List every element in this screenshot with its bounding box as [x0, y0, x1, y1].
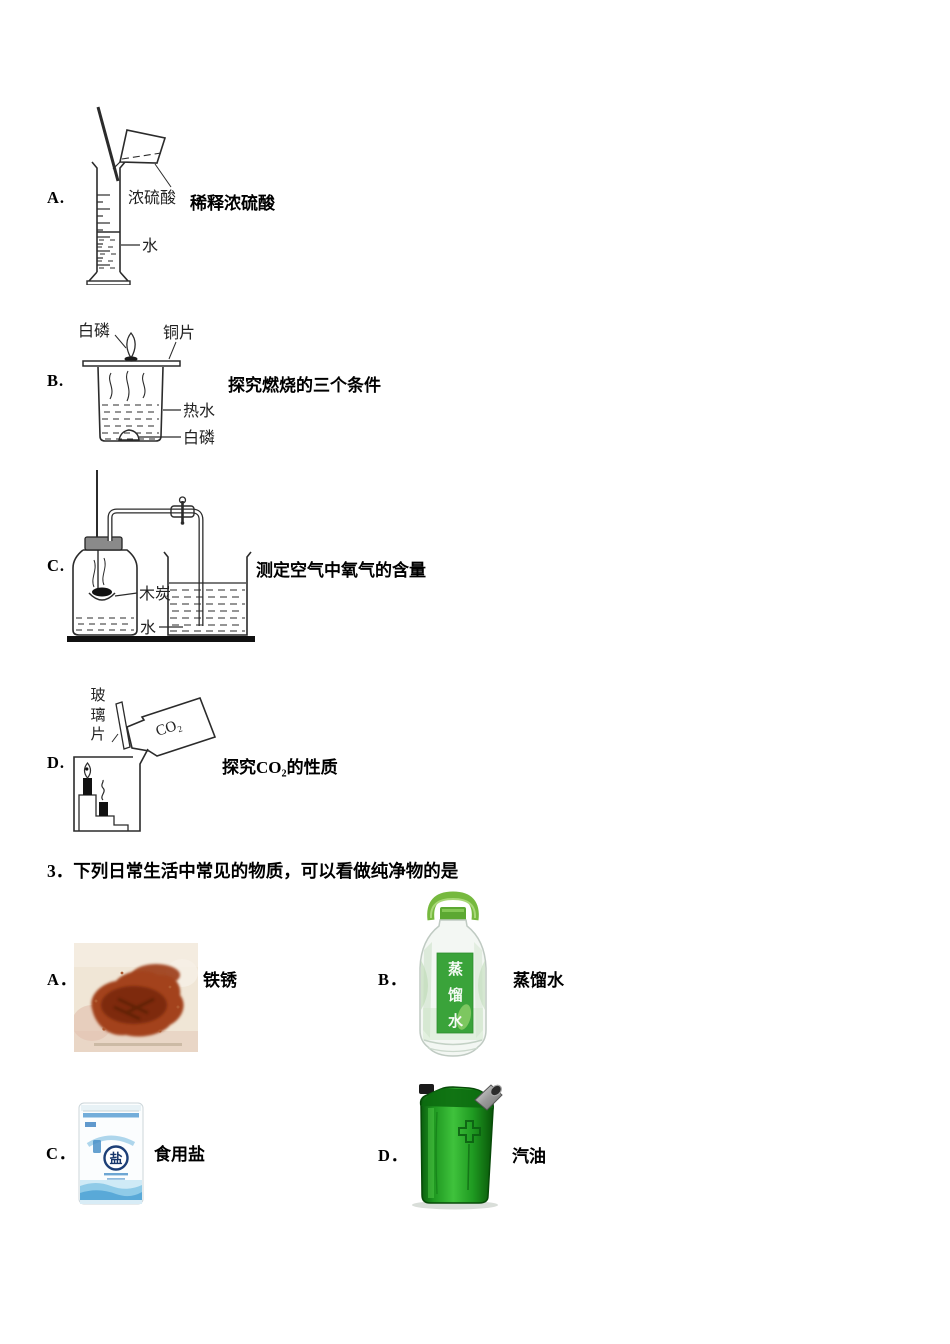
spout-opening	[490, 1084, 502, 1097]
question-3-number: 3．	[47, 861, 74, 881]
q3-option-c-letter: C．	[46, 1144, 77, 1163]
tall-candle	[83, 778, 92, 795]
leader-acid	[154, 163, 172, 188]
option-a-caption: 稀释浓硫酸	[190, 194, 275, 213]
salt-emblem-circle	[103, 1145, 129, 1171]
option-c-caption: 测定空气中氧气的含量	[256, 561, 426, 580]
water-label: 水	[142, 237, 158, 255]
hot-water-label: 热水	[183, 402, 215, 420]
option-c-letter: C.	[47, 556, 66, 575]
option-b-caption: 探究燃烧的三个条件	[228, 376, 381, 395]
smoke-waves	[92, 557, 106, 588]
hot-water-texture	[102, 404, 159, 440]
copper-sheet-label: 铜片	[163, 324, 195, 342]
question-3: 3．下列日常生活中常见的物质，可以看做纯净物的是	[47, 858, 458, 883]
candle-beaker	[73, 748, 149, 832]
q3-option-a-label: 铁锈	[203, 971, 237, 990]
flame	[124, 331, 138, 362]
acid-label: 浓硫酸	[128, 189, 176, 207]
leader-glass-piece	[111, 733, 119, 743]
top-blue-band	[83, 1113, 139, 1118]
option-b-letter: B.	[47, 371, 65, 390]
q3-option-c-label: 食用盐	[154, 1145, 205, 1164]
gasoline-can-photo	[412, 1084, 503, 1210]
q3-option-b-label: 蒸馏水	[513, 971, 564, 990]
charcoal-label: 木炭	[139, 585, 171, 603]
option-a-letter: A.	[47, 188, 66, 207]
connecting-tube	[107, 496, 204, 626]
embossed-cross	[458, 1120, 481, 1143]
charcoal-sample	[92, 587, 112, 597]
rust-speckles	[94, 971, 180, 1033]
white-phosphorus-bottom-label: 白磷	[183, 429, 215, 447]
brand-mark	[85, 1122, 96, 1127]
diagram-oxygen-measure: 木炭 水	[67, 470, 255, 642]
heat-waves	[109, 370, 146, 402]
pouring-beaker	[112, 129, 167, 170]
glass-rod	[96, 106, 120, 182]
q3-option-d-label: 汽油	[512, 1147, 546, 1166]
water-label-c: 水	[140, 619, 156, 637]
distilled-water-bottle-photo	[419, 891, 487, 1057]
pour-stream	[112, 161, 121, 170]
white-phosphorus-lump	[118, 429, 140, 441]
glass-piece	[115, 701, 131, 750]
gas-jar	[72, 470, 138, 636]
jar-water-texture	[76, 617, 134, 631]
q3-option-b-letter: B．	[378, 970, 408, 989]
water-texture	[97, 239, 119, 269]
graduation-marks	[97, 194, 110, 266]
glass-piece-label: 玻璃片	[90, 688, 106, 743]
bottle-label-text: 蒸馏水	[447, 962, 463, 1030]
hot-water-beaker	[97, 366, 164, 442]
copper-sheet	[82, 360, 181, 367]
rubber-stopper	[84, 536, 123, 551]
bench-surface	[67, 636, 255, 642]
water-beaker	[163, 551, 252, 636]
q3-option-a-letter: A．	[47, 970, 78, 989]
co2-bottle: CO₂	[126, 697, 217, 757]
short-candle	[99, 802, 108, 816]
diagram-dilute-acid: 浓硫酸 水	[86, 106, 176, 285]
smoke-wisp	[101, 779, 105, 801]
q3-option-d-letter: D．	[378, 1146, 409, 1165]
co2-bottle-label: CO₂	[154, 717, 184, 740]
salt-emblem-char: 盐	[109, 1151, 122, 1166]
swoosh	[86, 1135, 136, 1147]
question-3-text: 下列日常生活中常见的物质，可以看做纯净物的是	[73, 861, 459, 881]
option-d-caption: 探究CO₂的性质	[222, 758, 338, 777]
beaker-water-texture	[170, 589, 245, 632]
rust-photo	[74, 943, 198, 1052]
can-top-face	[421, 1088, 493, 1108]
diagram-combustion: 白磷 铜片 热水 白磷	[78, 322, 215, 447]
combustion-spoon	[88, 592, 116, 601]
graduated-cylinder	[86, 161, 131, 285]
candle-flame	[83, 762, 92, 779]
can-cap	[419, 1084, 434, 1094]
salt-package-photo: 盐	[78, 1102, 144, 1205]
white-phosphorus-top-label: 白磷	[78, 322, 110, 340]
diagram-co2-pour: CO₂	[73, 697, 217, 832]
bottle-handle	[427, 891, 479, 921]
option-d-letter: D.	[47, 753, 66, 772]
